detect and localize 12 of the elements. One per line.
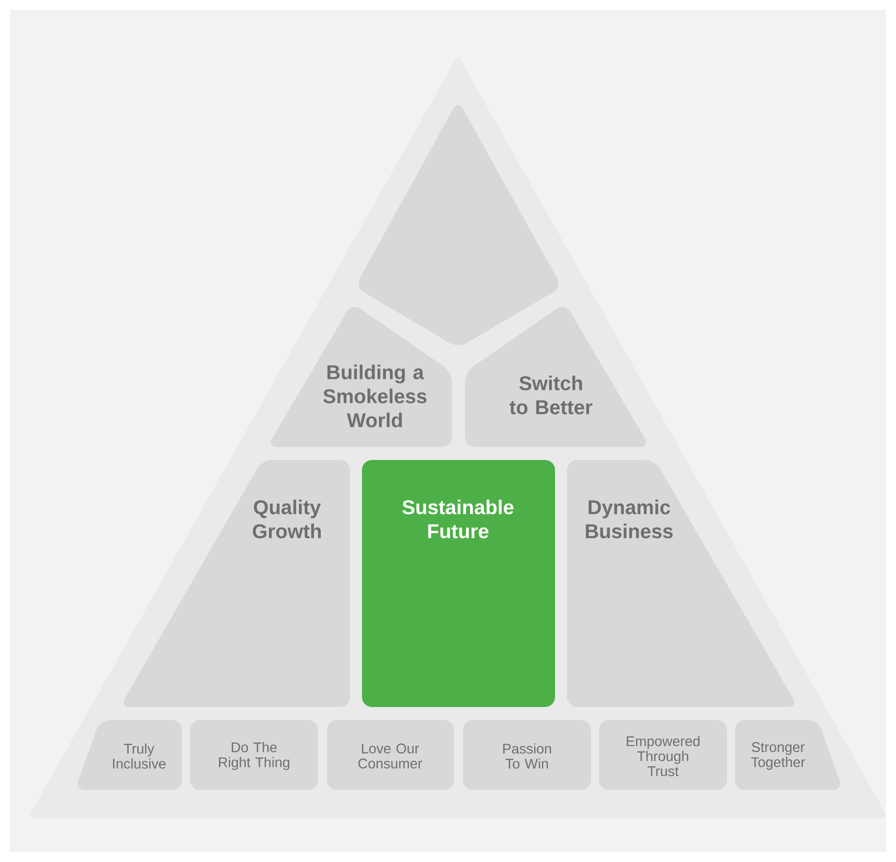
pyramid-segment: Empowered Through Trust bbox=[599, 720, 727, 790]
pyramid-segment bbox=[358, 105, 558, 346]
pyramid-segment: Love Our Consumer bbox=[327, 720, 454, 790]
pyramid-segment: Truly Inclusive bbox=[78, 720, 182, 790]
pyramid-segment: Quality Growth bbox=[124, 460, 350, 707]
pyramid-segment: Building a Smokeless World bbox=[270, 307, 452, 447]
pyramid-segment: Sustainable Future bbox=[362, 460, 555, 707]
pyramid-segment: Passion To Win bbox=[463, 720, 591, 790]
pyramid-segment: Switch to Better bbox=[465, 307, 646, 447]
pyramid-segment: Stronger Together bbox=[735, 720, 840, 790]
pyramid-segment: Dynamic Business bbox=[567, 460, 794, 707]
pyramid-segment: Do The Right Thing bbox=[190, 720, 318, 790]
